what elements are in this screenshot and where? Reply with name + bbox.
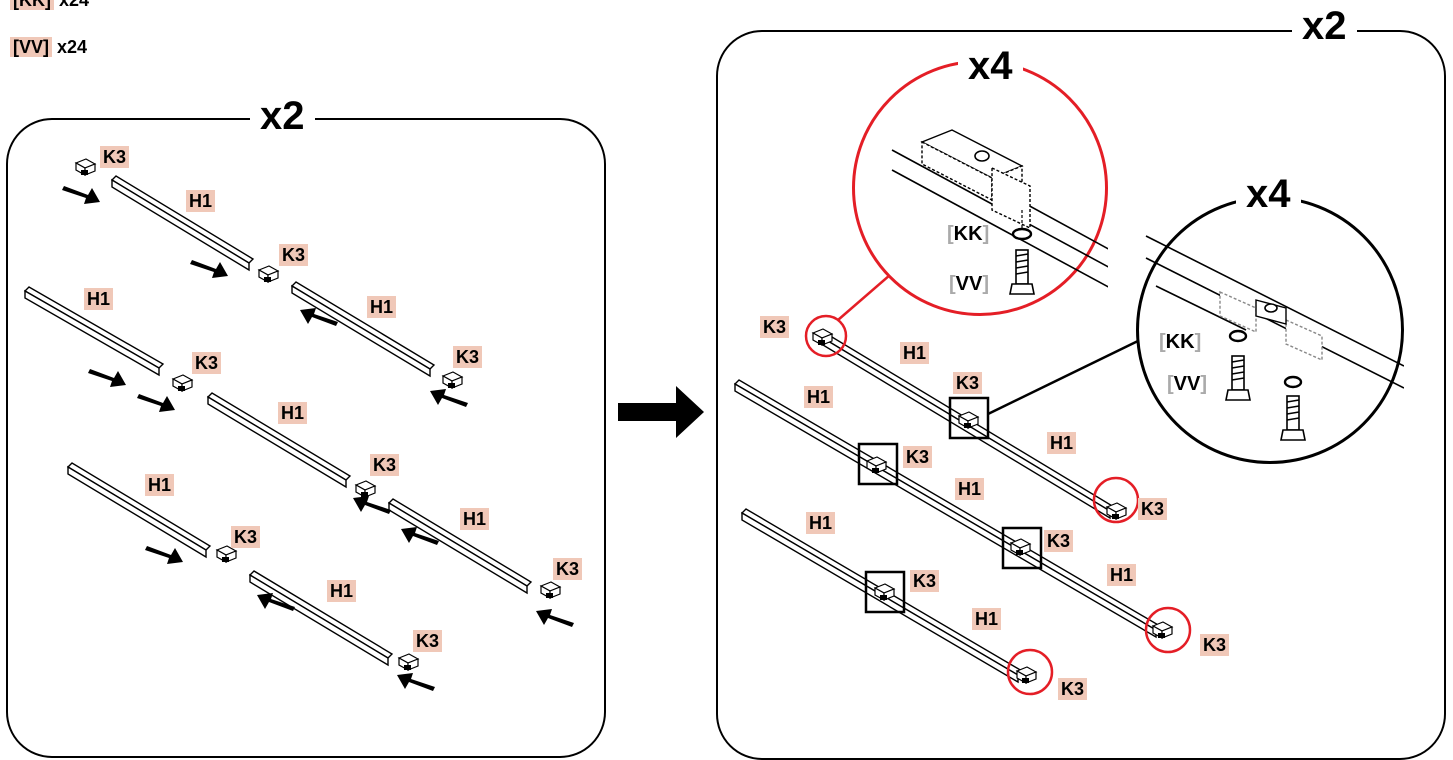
beam [249, 573, 389, 667]
part-vv-count: [VV] x24 [10, 37, 87, 58]
connector-label: K3 [192, 352, 222, 374]
arrow [190, 260, 228, 278]
arrow [430, 389, 468, 407]
beam [111, 178, 250, 272]
bolt-callout: [VV] [1167, 373, 1208, 395]
connector-label: K3 [903, 446, 933, 468]
connector-label: K3 [1044, 530, 1074, 552]
washer-callout: [KK] [947, 223, 990, 245]
end-joint-detail: [KK] [VV] [852, 60, 1108, 316]
arrow [300, 308, 338, 326]
bolt-code: VV [955, 273, 983, 295]
bolt-code: VV [1173, 373, 1201, 395]
beam-label: H1 [327, 580, 357, 602]
left-panel-multiplier: x2 [250, 96, 315, 136]
beam [248, 570, 394, 659]
connector-label: K3 [370, 454, 400, 476]
beam-label: H1 [186, 190, 216, 212]
connector-label: K3 [910, 570, 940, 592]
arrow [397, 673, 435, 691]
beam [67, 465, 207, 559]
connector-label: K3 [1138, 498, 1168, 520]
connector-label: K3 [279, 244, 309, 266]
arrow [62, 186, 100, 204]
arrow [257, 593, 295, 611]
part-qty: x24 [57, 37, 88, 57]
right-panel-multiplier: x2 [1292, 6, 1357, 46]
joint-highlight [864, 570, 906, 614]
right-end-highlights [804, 314, 1192, 696]
left-beams [23, 175, 533, 667]
connector-label: K3 [760, 316, 790, 338]
connector-label: K3 [100, 146, 130, 168]
beam-label: H1 [460, 508, 490, 530]
leader-line [987, 338, 1141, 416]
left-arrows [62, 186, 574, 691]
connector-label: K3 [1200, 634, 1230, 656]
beam-label: H1 [145, 474, 175, 496]
beam [388, 501, 528, 595]
part-qty: x24 [59, 0, 90, 10]
end-joint-drawing [891, 129, 1108, 295]
connector-label: K3 [413, 630, 443, 652]
beam-label: H1 [900, 342, 930, 364]
connector-label: K3 [453, 346, 483, 368]
bolt-callout: [VV] [949, 273, 990, 295]
beam [110, 175, 255, 264]
connector-label: K3 [953, 372, 983, 394]
beam-label: H1 [804, 386, 834, 408]
end-highlight [1006, 648, 1054, 696]
beam-label: H1 [278, 402, 308, 424]
connector-label: K3 [1058, 678, 1088, 700]
mid-joint-drawing [1145, 235, 1404, 441]
arrow [536, 609, 574, 627]
beam-label: H1 [367, 296, 397, 318]
end-highlight [804, 314, 848, 358]
beam [207, 395, 347, 489]
beam-label: H1 [1107, 564, 1137, 586]
arrow [145, 546, 183, 564]
arrow [137, 394, 175, 412]
washer-callout: [KK] [1159, 331, 1202, 353]
leader-line [837, 274, 891, 321]
arrow [88, 369, 126, 387]
beam-label: H1 [1047, 432, 1077, 454]
part-code: [VV] [10, 37, 52, 57]
washer-code: KK [953, 223, 983, 245]
end-highlight [1144, 606, 1192, 654]
mid-joint-detail: [KK] [VV] [1136, 196, 1404, 464]
part-code: [KK] [10, 0, 54, 10]
assembly-drawing [23, 158, 1192, 696]
arrow [353, 496, 391, 514]
mid-detail-multiplier: x4 [1236, 174, 1301, 214]
right-joint-highlights [857, 396, 1043, 614]
beam [291, 284, 431, 378]
joint-highlight [857, 442, 899, 486]
joint-highlight [948, 396, 990, 440]
connector-label: K3 [553, 558, 583, 580]
arrow [401, 527, 439, 545]
connector-label: K3 [231, 526, 261, 548]
beam-label: H1 [955, 478, 985, 500]
beam-label: H1 [972, 608, 1002, 630]
beam [734, 382, 1157, 639]
washer-code: KK [1165, 331, 1195, 353]
process-arrow-icon [618, 386, 704, 438]
joint-highlight [1001, 526, 1043, 570]
beam [290, 281, 436, 370]
beam-label: H1 [806, 512, 836, 534]
beam [24, 289, 160, 377]
end-detail-multiplier: x4 [958, 46, 1023, 86]
part-kk-count: [KK] x24 [10, 0, 89, 11]
left-connectors [75, 158, 561, 671]
beam [66, 462, 212, 551]
beam-label: H1 [84, 288, 114, 310]
